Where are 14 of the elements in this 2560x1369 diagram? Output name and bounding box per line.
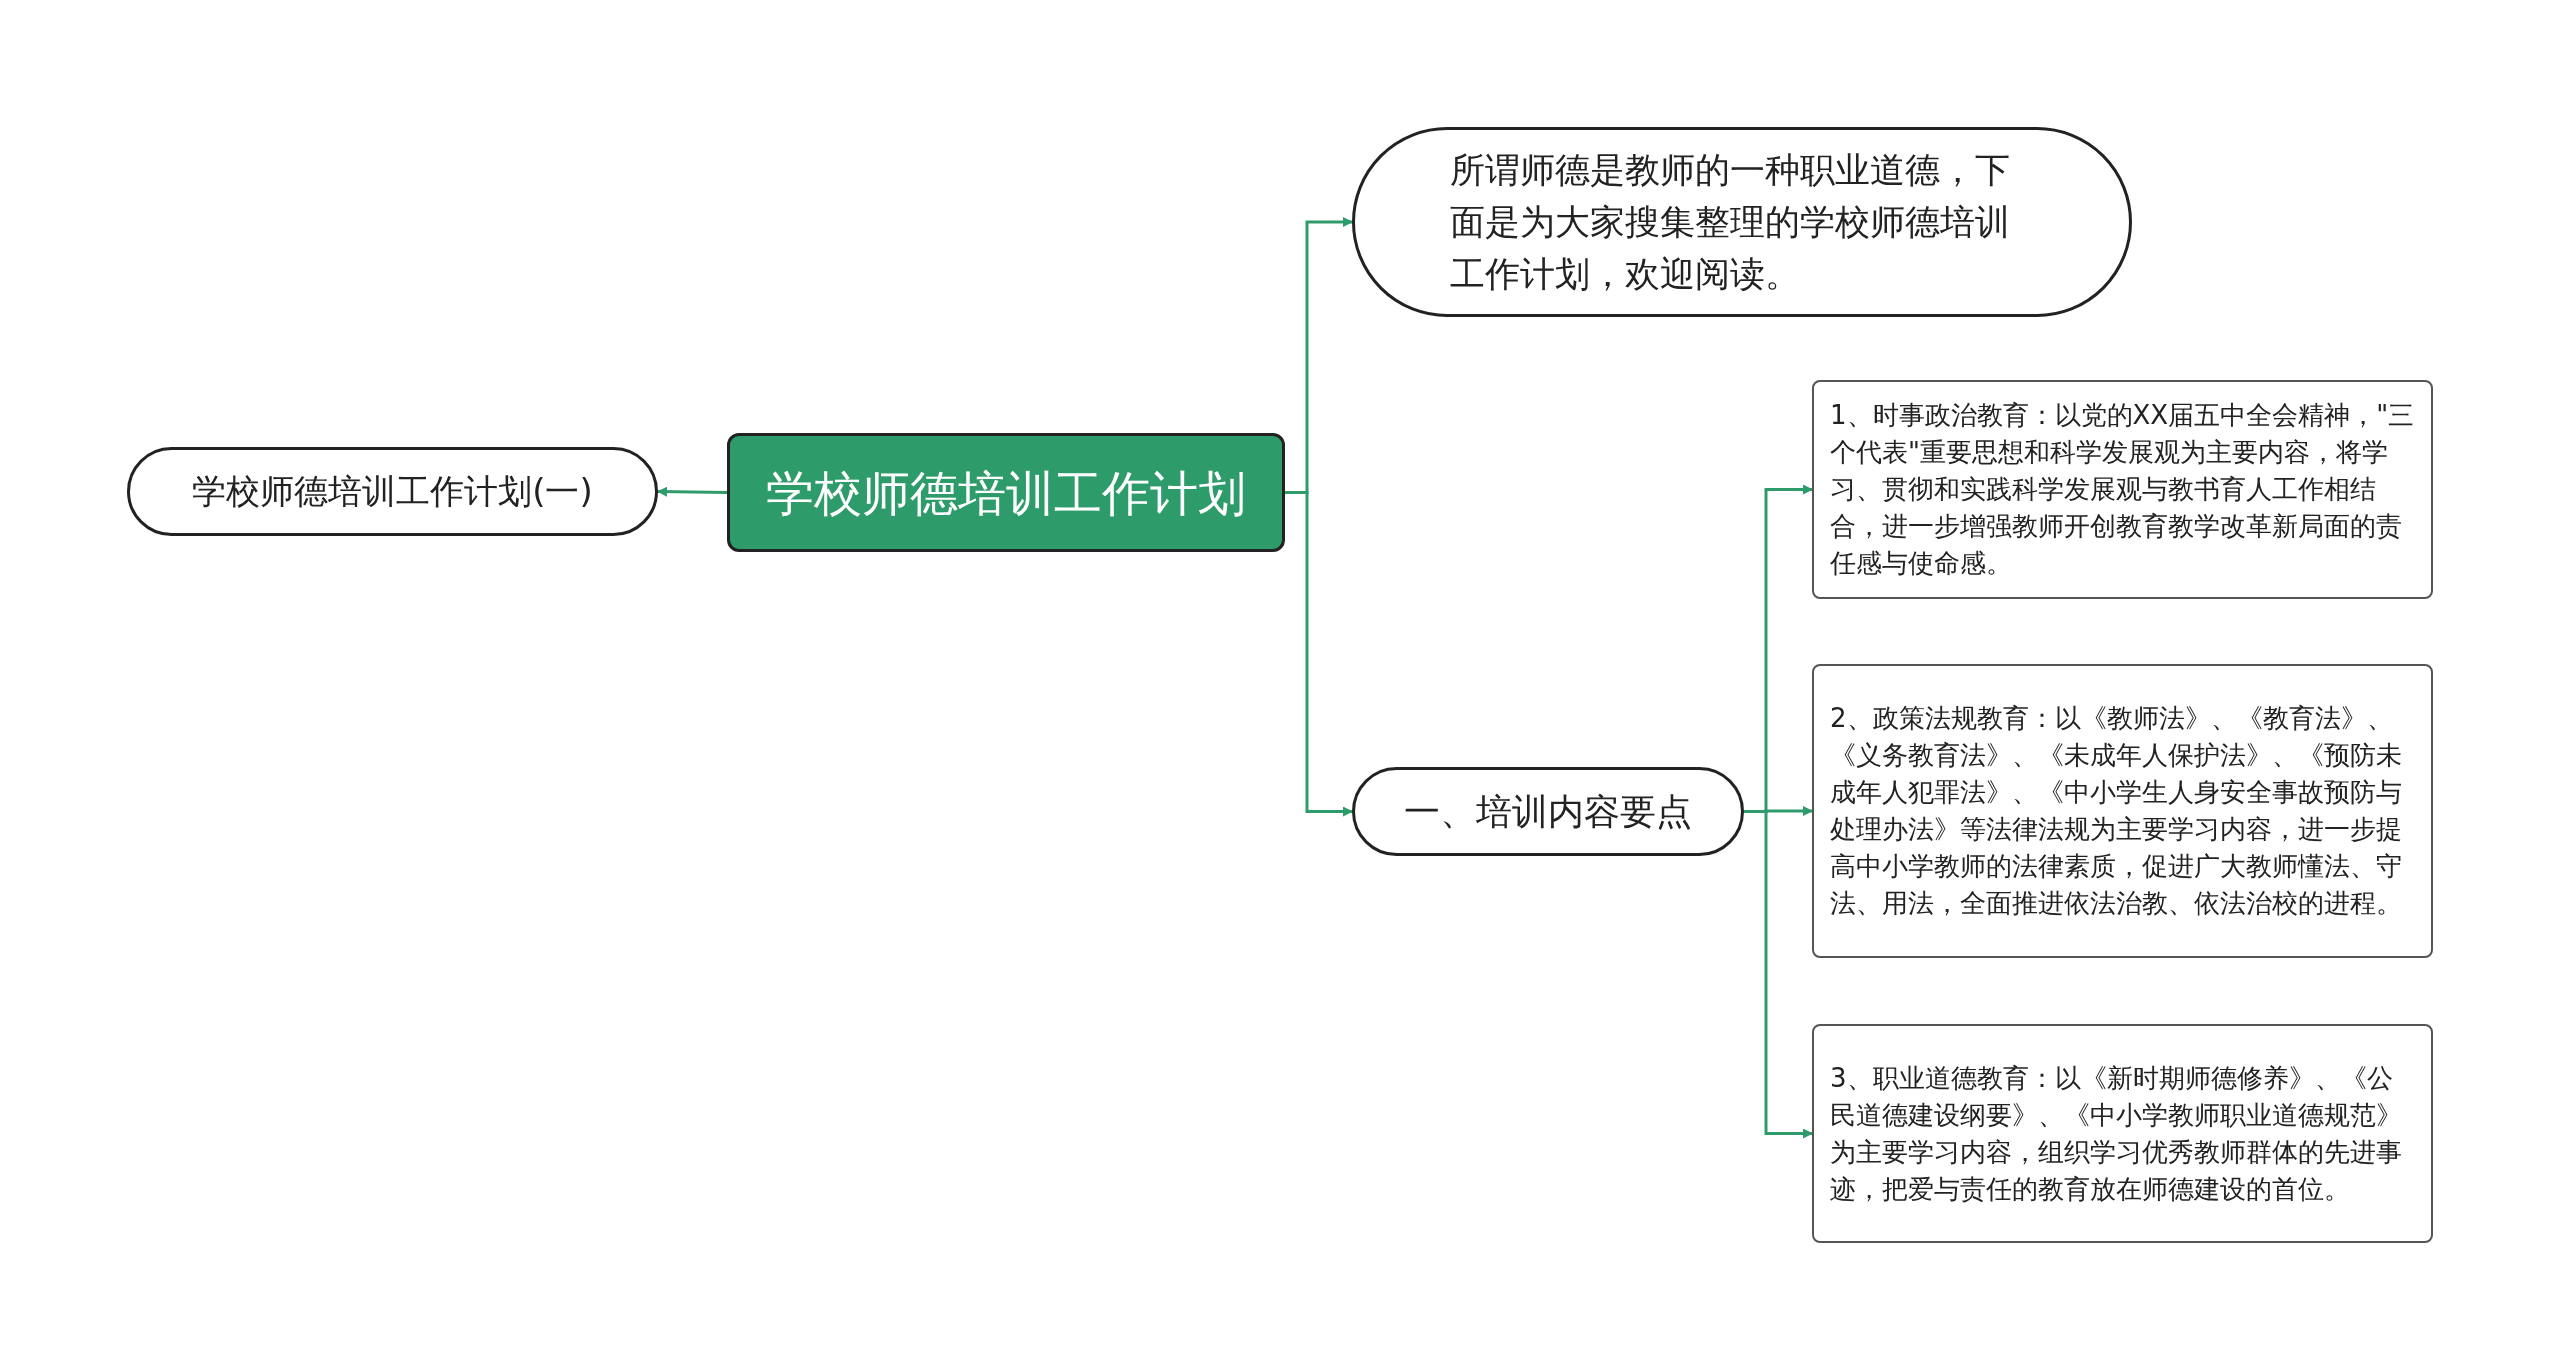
- node-text: 学校师德培训工作计划(一): [192, 470, 593, 513]
- content-card: [1812, 664, 2433, 958]
- connector-arrow: [1285, 491, 1353, 817]
- node-text: 2、政策法规教育：以《教师法》、《教育法》、《义务教育法》、《未成年人保护法》、《预防未成年人犯罪法》、《中小学生人身安全事故预防与处理办法》等法律法规为主要学习内容，进一步提高中小学教师的法律素质，促进广大教师懂法、守法、用法，全面推进依法治教、依法治校的进程。: [1830, 702, 2403, 920]
- connector-arrow: [657, 486, 728, 497]
- node-text: 3、职业道德教育：以《新时期师德修养》、《公民道德建设纲要》、《中小学教师职业道德规范》为主要学习内容，组织学习优秀教师群体的先进事迹，把爱与责任的教育放在师德建设的首位。: [1830, 1061, 2403, 1206]
- content-card: [1812, 380, 2433, 599]
- node-text: 一、培训内容要点: [1404, 789, 1692, 834]
- node-text: 1、时事政治教育：以党的XX届五中全会精神，"三个代表"重要思想和科学发展观为主要内容，将学习、贯彻和实践科学发展观与教书育人工作相结合，进一步增强教师开创教育教学改革新局面的责任感与使命感。: [1830, 399, 2415, 580]
- content-card: [1812, 1024, 2433, 1243]
- root-topic-box: [727, 433, 1285, 552]
- node-text: 所谓师德是教师的一种职业道德，下面是为大家搜集整理的学校师德培训工作计划，欢迎阅读。: [1450, 149, 2011, 296]
- connector-arrow: [1744, 810, 1813, 1139]
- node-text: 学校师德培训工作计划: [766, 463, 1246, 523]
